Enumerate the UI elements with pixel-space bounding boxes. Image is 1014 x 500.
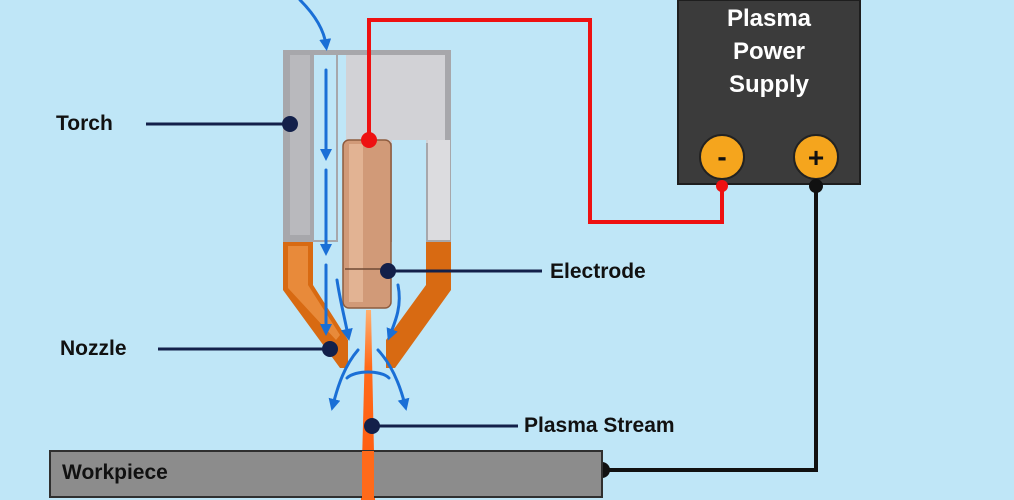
leader-lines [146, 116, 542, 434]
negative-terminal-sign: - [717, 141, 726, 172]
power-supply-title: Plasma Power Supply [680, 2, 858, 101]
power-supply-line-1: Plasma [726, 5, 812, 32]
electrode [342, 139, 392, 309]
negative-wire [361, 18, 728, 224]
label-electrode: Electrode [550, 260, 646, 283]
label-workpiece: Workpiece [62, 461, 168, 484]
gas-flow-arrows [298, 0, 410, 411]
power-supply-line-3: Supply [728, 71, 809, 98]
label-plasma-stream: Plasma Stream [524, 414, 675, 437]
power-supply-line-2: Power [732, 38, 806, 65]
label-nozzle: Nozzle [60, 337, 127, 360]
label-torch: Torch [56, 112, 113, 135]
plasma-power-supply [677, 0, 861, 185]
workpiece [49, 450, 603, 500]
positive-terminal-sign: + [808, 142, 824, 173]
negative-terminal [699, 134, 745, 180]
terminal-symbols: - + [717, 141, 824, 173]
